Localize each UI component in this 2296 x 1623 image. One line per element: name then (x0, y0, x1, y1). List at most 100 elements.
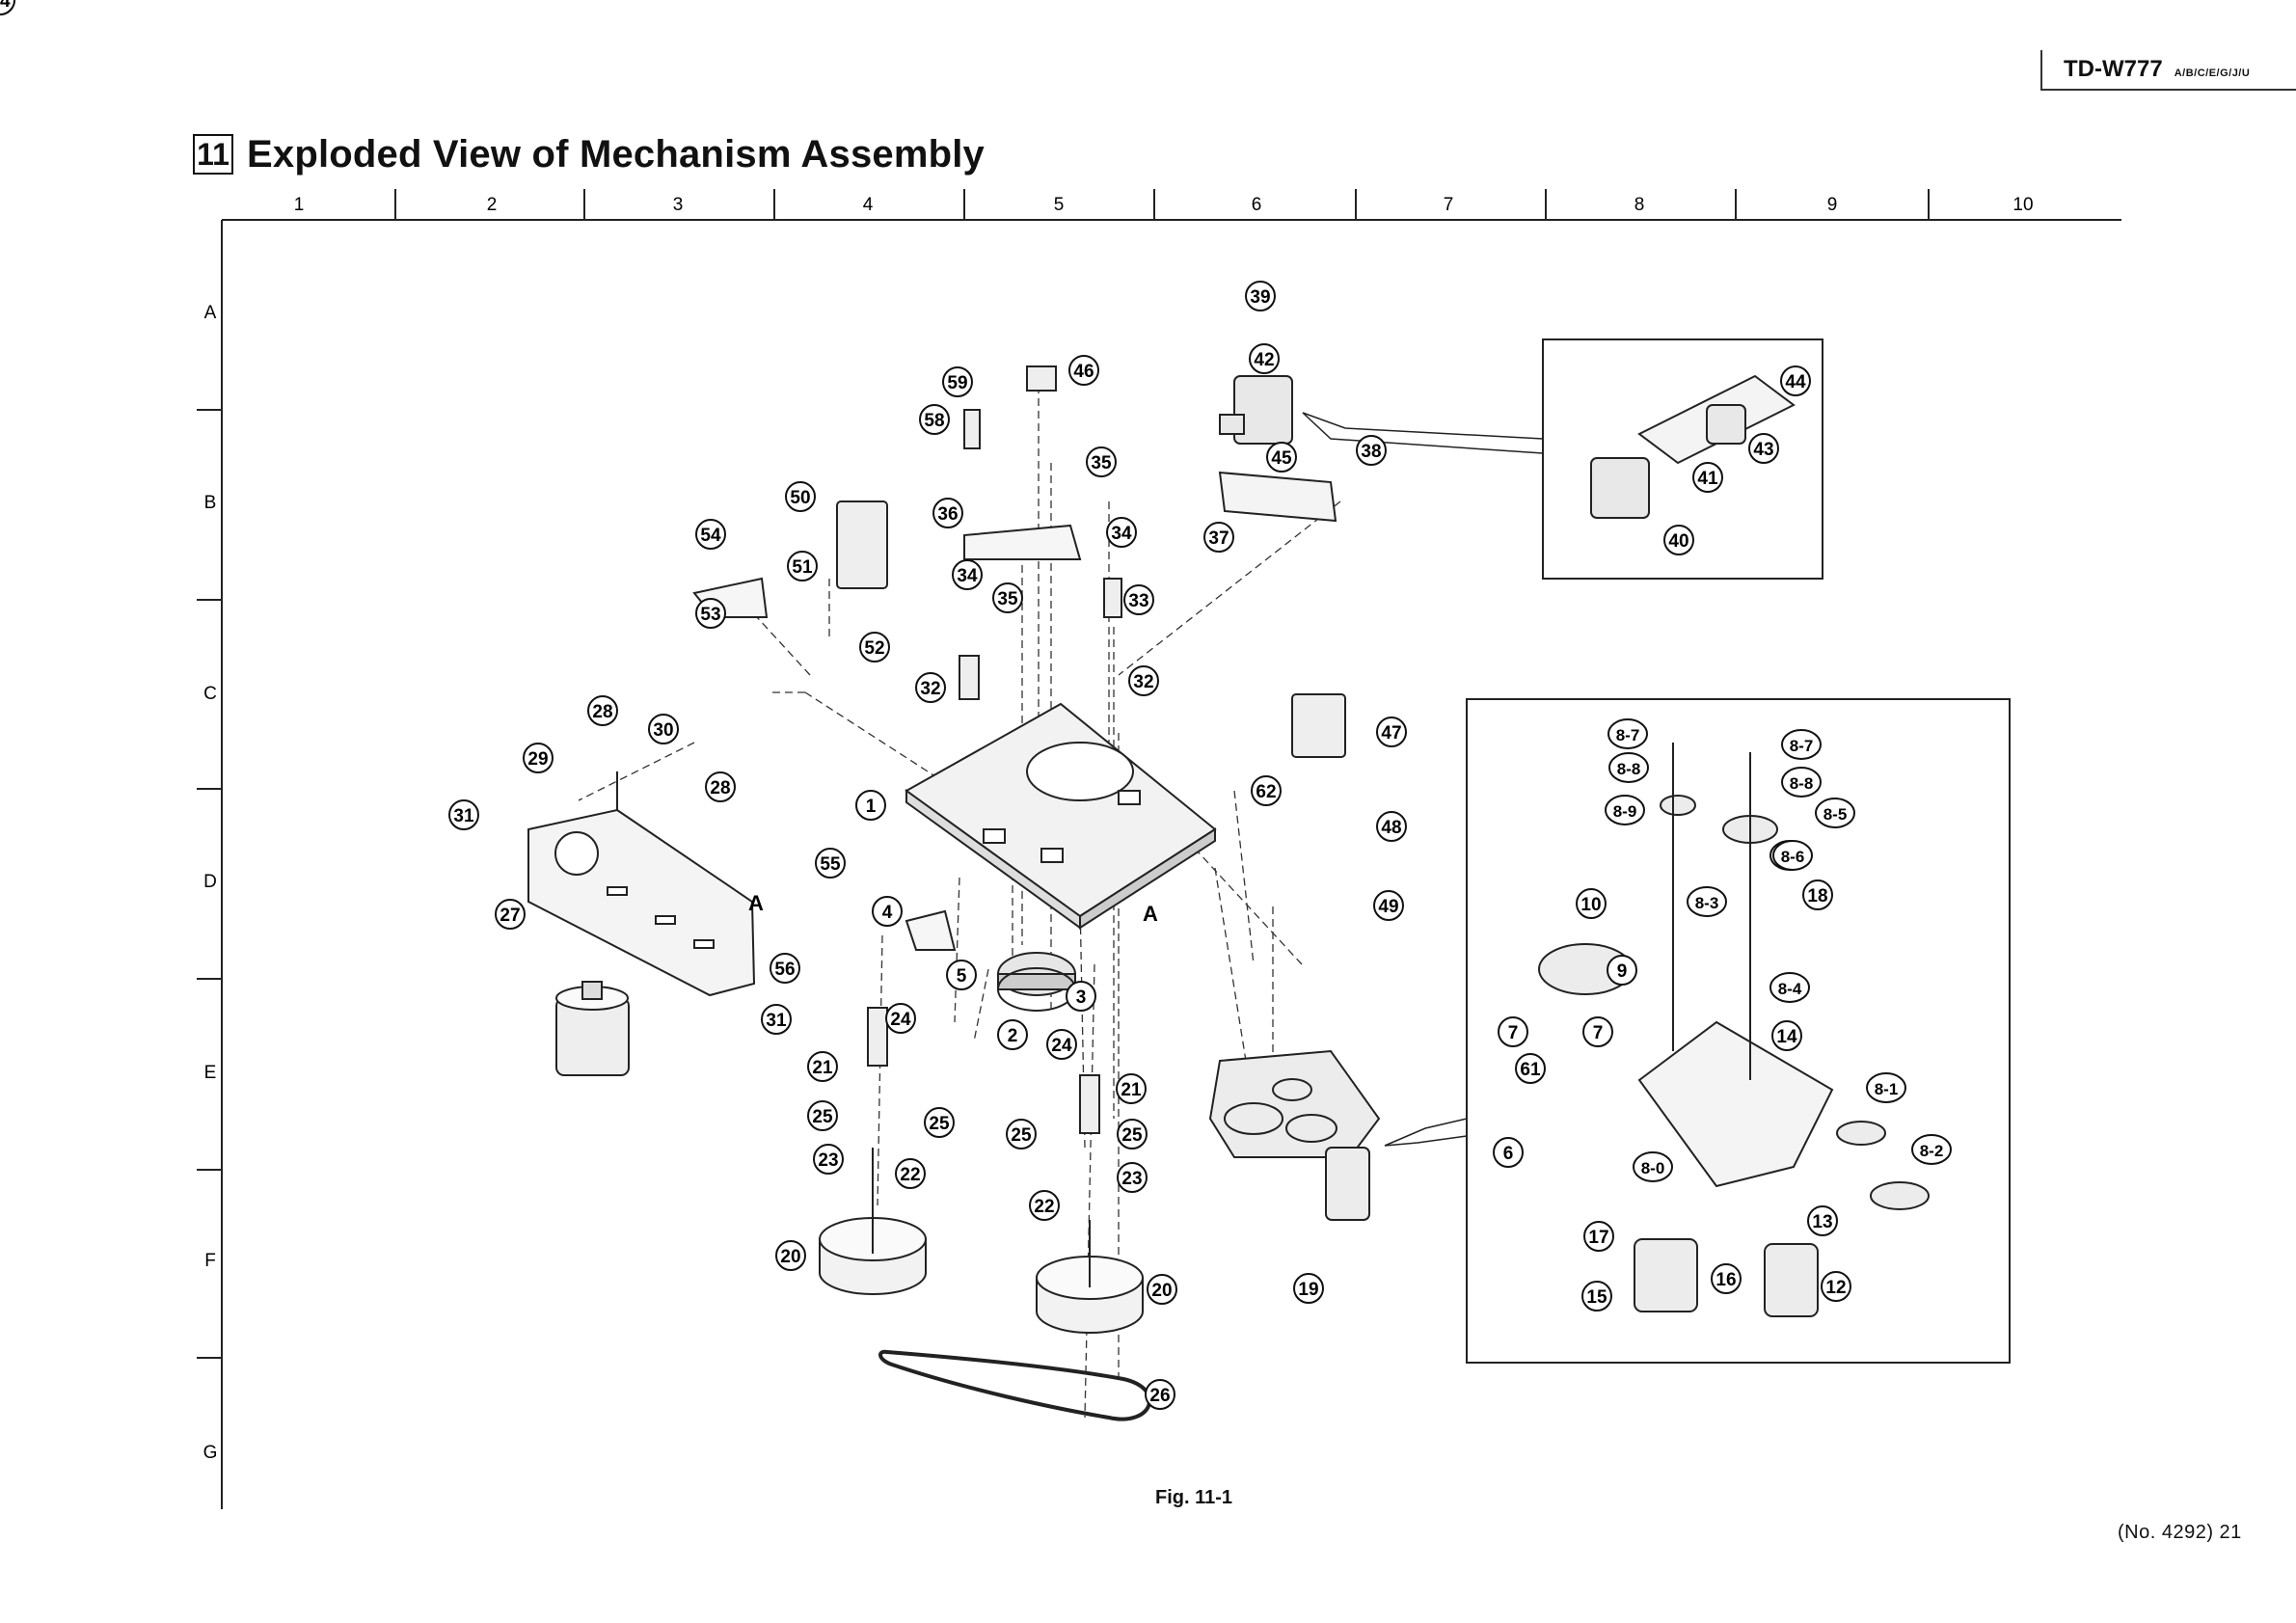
part-number: 21 (812, 1058, 833, 1078)
part-number: 8-8 (1790, 774, 1814, 793)
part-callout: 55 (815, 848, 846, 879)
part-callout: 64 (0, 0, 15, 15)
part-number: 9 (1617, 961, 1628, 982)
drive-gear-cluster-drawing (1208, 1049, 1381, 1221)
page-reference: (No. 4292) 21 (2118, 1522, 2242, 1543)
part-callout: 23 (813, 1144, 844, 1175)
part-number: 33 (1128, 591, 1148, 611)
part-number: 8-7 (1616, 726, 1640, 744)
figure-caption: Fig. 11-1 (1155, 1487, 1233, 1508)
part-callout: 8-3 (1687, 886, 1727, 917)
part-callout: 25 (924, 1107, 955, 1138)
part-callout: 45 (1266, 442, 1297, 473)
model-variants: A/B/C/E/G/J/U (2174, 68, 2251, 79)
part-number: 13 (1812, 1212, 1832, 1232)
reference-letter: A (748, 891, 764, 915)
part-number: 39 (1250, 287, 1270, 308)
inset-gear-drawings (1538, 743, 1930, 1317)
row-label: B (204, 493, 217, 513)
column-label: 2 (487, 195, 498, 215)
part-callout: 15 (1581, 1281, 1612, 1312)
part-number: 1 (866, 797, 877, 817)
part-callout: 25 (807, 1100, 838, 1131)
part-callout: 24 (885, 1003, 916, 1034)
part-number: 26 (1149, 1386, 1170, 1406)
part-number: 8-0 (1641, 1159, 1665, 1177)
part-number: 25 (1121, 1125, 1143, 1146)
part-number: 64 (0, 0, 11, 12)
part-callout: 40 (1663, 525, 1694, 555)
part-number: 32 (1133, 672, 1153, 692)
part-callout: 25 (1006, 1119, 1037, 1150)
part-callout: 22 (895, 1158, 926, 1189)
part-callout: 8-8 (1608, 752, 1649, 783)
part-callout: 6 (1493, 1137, 1524, 1168)
part-callout: 61 (1515, 1053, 1546, 1084)
part-callout: 8-7 (1781, 729, 1822, 760)
part-callout: 49 (1373, 890, 1404, 921)
part-number: 47 (1381, 723, 1401, 744)
part-callout: 2 (997, 1019, 1028, 1050)
part-number: 50 (790, 488, 810, 508)
column-label: 9 (1827, 195, 1838, 215)
part-number: 19 (1298, 1280, 1318, 1300)
column-label: 5 (1054, 195, 1065, 215)
part-number: 23 (1121, 1169, 1142, 1189)
model-number: TD-W777 (2064, 56, 2163, 82)
part-callout: 5 (946, 960, 977, 990)
flywheel-left-drawing (819, 1148, 927, 1295)
part-number: 8-4 (1778, 980, 1802, 998)
part-callout: 8-9 (1605, 795, 1645, 825)
part-callout: 3 (1066, 981, 1096, 1012)
part-number: 10 (1580, 895, 1601, 915)
row-label: F (204, 1251, 216, 1271)
part-number: 29 (527, 749, 548, 770)
part-number: 34 (957, 566, 978, 586)
part-callout: 18 (1802, 879, 1833, 910)
part-callout: 28 (705, 771, 736, 802)
inset-boxes (1302, 338, 2011, 1364)
part-callout: 43 (1748, 433, 1779, 464)
part-callout: 34 (1106, 517, 1137, 548)
part-number: 31 (453, 806, 474, 826)
part-callout: 22 (1029, 1190, 1060, 1221)
part-callout: 8-0 (1633, 1151, 1673, 1182)
part-callout: 32 (1128, 665, 1159, 696)
part-number: 7 (1508, 1023, 1519, 1043)
part-callout: 28 (587, 695, 618, 726)
row-label: E (204, 1063, 217, 1083)
part-number: 42 (1254, 350, 1274, 370)
part-number: 6 (1503, 1144, 1514, 1164)
part-number: 30 (653, 720, 673, 741)
part-callout: 19 (1293, 1273, 1324, 1304)
part-number: 54 (700, 526, 721, 546)
part-number: 8-2 (1920, 1142, 1944, 1160)
part-callout: 23 (1117, 1162, 1148, 1193)
part-number: 8-1 (1875, 1080, 1899, 1098)
part-number: 22 (900, 1165, 920, 1185)
part-callout: 4 (872, 896, 903, 927)
part-callout: 39 (1245, 281, 1276, 311)
part-callout: 31 (761, 1004, 792, 1035)
part-number: 61 (1520, 1060, 1541, 1080)
part-number: 12 (1825, 1278, 1846, 1298)
part-number: 21 (1121, 1080, 1142, 1100)
part-callout: 8-6 (1772, 840, 1813, 871)
part-callout: 34 (952, 559, 983, 590)
part-number: 20 (780, 1247, 800, 1267)
part-number: 56 (774, 960, 795, 980)
part-callout: 58 (919, 404, 950, 435)
part-number: 8-6 (1781, 848, 1805, 866)
part-number: 35 (997, 589, 1018, 609)
part-number: 43 (1753, 440, 1773, 460)
part-number: 8-8 (1617, 760, 1641, 778)
part-callout: 26 (1145, 1379, 1175, 1410)
part-callout: 21 (1116, 1073, 1147, 1104)
part-number: 8-7 (1790, 737, 1814, 755)
part-callout: 46 (1068, 355, 1099, 386)
part-callout: 37 (1203, 522, 1234, 553)
